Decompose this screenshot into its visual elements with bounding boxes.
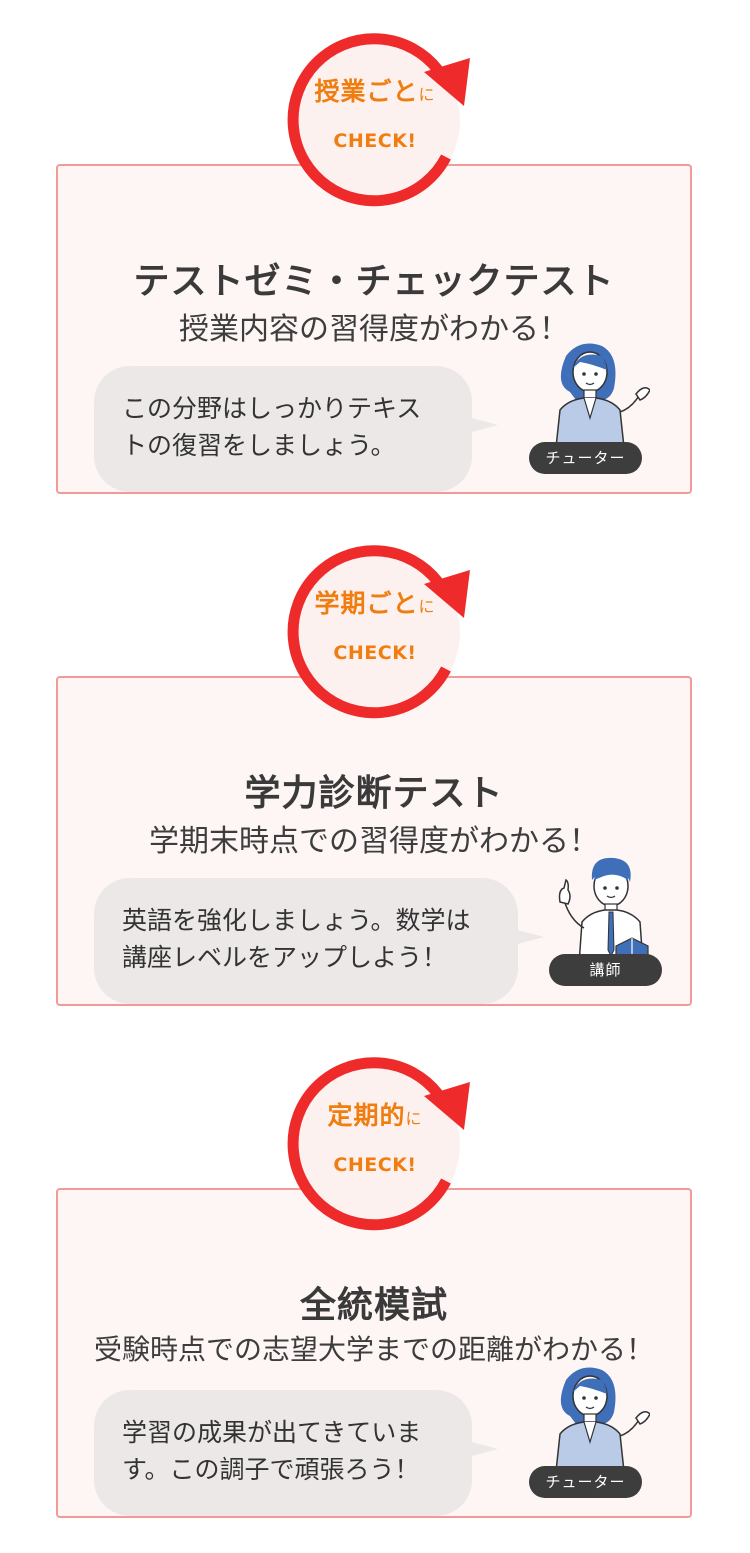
section-subtitle: 学期末時点での習得度がわかる！ <box>149 824 599 859</box>
badge-suffix: に <box>418 85 436 104</box>
bubble-line: す。この調子で頑張ろう！ <box>122 1455 420 1484</box>
badge-main: 学期ごと <box>314 589 419 618</box>
speech-bubble: 学習の成果が出てきていま す。この調子で頑張ろう！ <box>94 1390 498 1516</box>
badge-check: CHECK! <box>333 1154 417 1176</box>
bubble-line: 英語を強化しましょう。数学は <box>122 906 471 935</box>
check-badge: 授業ごとに CHECK! <box>280 72 470 152</box>
check-section-2: 学期ごとに CHECK! 学力診断テスト 学期末時点での習得度がわかる！ 英語を… <box>0 532 750 1032</box>
bubble-line: 講座レベルをアップしよう！ <box>122 943 448 972</box>
section-title: 全統模試 <box>299 1285 448 1326</box>
speech-bubble: この分野はしっかりテキス トの復習をしましょう。 <box>94 366 498 492</box>
check-badge: 学期ごとに CHECK! <box>280 584 470 664</box>
role-badge: チューター <box>529 442 642 474</box>
section-title: テストゼミ・チェックテスト <box>133 261 615 302</box>
section-subtitle: 受験時点での志望大学までの距離がわかる！ <box>93 1333 654 1366</box>
badge-main: 定期的 <box>327 1101 406 1130</box>
check-section-3: 定期的に CHECK! 全統模試 受験時点での志望大学までの距離がわかる！ 学習… <box>0 1044 750 1544</box>
badge-suffix: に <box>418 597 436 616</box>
bubble-tail <box>464 416 498 434</box>
check-section-1: 授業ごとに CHECK! テストゼミ・チェックテスト 授業内容の習得度がわかる！… <box>0 20 750 520</box>
badge-main: 授業ごと <box>314 77 419 106</box>
role-badge: 講師 <box>549 954 662 986</box>
badge-check: CHECK! <box>333 130 417 152</box>
bubble-line: この分野はしっかりテキス <box>122 394 422 423</box>
badge-check: CHECK! <box>333 642 417 664</box>
check-badge: 定期的に CHECK! <box>280 1096 470 1176</box>
bubble-line: 学習の成果が出てきていま <box>122 1418 422 1447</box>
speech-bubble: 英語を強化しましょう。数学は 講座レベルをアップしよう！ <box>94 878 544 1004</box>
bubble-tail <box>510 928 544 946</box>
bubble-line: トの復習をしましょう。 <box>122 431 396 460</box>
section-title: 学力診断テスト <box>244 773 504 814</box>
section-subtitle: 授業内容の習得度がわかる！ <box>179 312 569 347</box>
badge-suffix: に <box>405 1109 423 1128</box>
role-badge: チューター <box>529 1466 642 1498</box>
bubble-tail <box>464 1440 498 1458</box>
